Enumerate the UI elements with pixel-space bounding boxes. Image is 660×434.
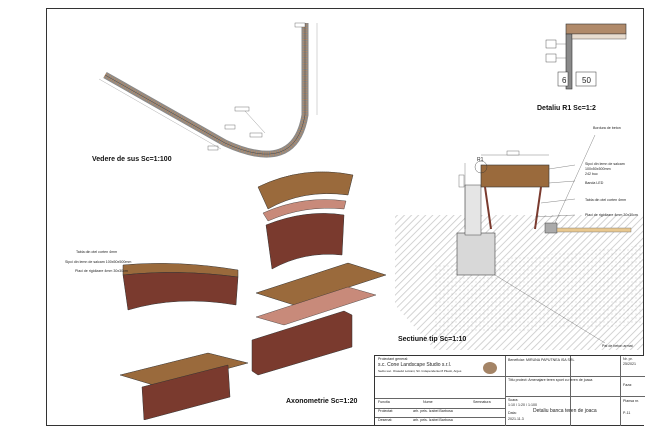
section-title: Sectiune tip Sc=1:10	[398, 336, 467, 343]
tb-phase-label: Faza:	[623, 383, 632, 387]
section-banda: Banda LED	[585, 181, 604, 185]
section-sipci-buc: 242 buc	[585, 172, 598, 176]
top-view-drawing	[98, 22, 318, 158]
tb-name-col: Nume	[423, 400, 433, 404]
axon-title: Axonometrie Sc=1:20	[286, 398, 358, 405]
section-drawing	[395, 134, 643, 350]
tb-proj-num: 25/2021	[623, 362, 636, 366]
tb-beneficiar: Beneficiar: MIRUNA PAPUTNEA ISA SRL	[508, 358, 575, 362]
section-bordura: Bordura de beton	[593, 126, 621, 130]
section-pat: Pat de beton armat	[602, 344, 633, 348]
tb-scale-label: Scara:	[508, 398, 519, 402]
section-sipci-dim: 100x50x500mm	[585, 167, 611, 171]
axon-drawing	[119, 171, 387, 420]
section-placi: Placi de rigidizare 4mm 30x30cm	[585, 213, 638, 217]
tb-logo	[483, 362, 497, 374]
tb-scale-val: 1:10 / 1:20 / 1:100	[508, 403, 537, 407]
axon-placi: Placi de rigidizare 4mm 30x30cm	[75, 269, 128, 273]
section-r1: R1	[477, 157, 484, 163]
axon-sipci: Sipci din lemn de salcam 100x50x500mm	[65, 260, 132, 264]
detail-title: Detaliu R1 Sc=1:2	[537, 105, 596, 112]
tb-sheet-label: Plansa nr.	[623, 399, 639, 403]
tb-sheet-num: P-11	[623, 411, 631, 415]
tb-role-col: Functia	[378, 400, 390, 404]
tb-address: Sediu soc. Oraselul Lotcani, Str. Indepe…	[378, 369, 462, 373]
section-tabla: Tabla din otel corten 4mm	[585, 198, 627, 202]
tb-sheet-title: Detaliu banca teren de joaca	[533, 408, 597, 414]
tb-row1-name: arh. peis. Izabel Barbosa	[413, 409, 453, 413]
detail-r1-drawing	[545, 23, 627, 90]
tb-proiectant-label: Proiectant general:	[378, 357, 409, 361]
title-block: Proiectant general: s.c. Cone Landscape …	[374, 355, 645, 426]
tb-row2-role: Desenat:	[378, 418, 393, 422]
tb-row2-name: arh. peis. Izabel Barbosa	[413, 418, 453, 422]
tb-project-desc: Titlu proiect: Amenajare teren sport cu …	[508, 378, 593, 382]
tb-sign-col: Semnatura	[473, 400, 491, 404]
tb-row1-role: Proiectat:	[378, 409, 394, 413]
axon-tabla: Tabla din otel corten 4mm	[76, 250, 118, 254]
section-sipci: Sipci din lemn de salcam	[585, 162, 625, 166]
tb-date-label: Data:	[508, 411, 517, 415]
tb-firm: s.c. Cone Landscape Studio s.r.l.	[378, 362, 452, 368]
tb-proj-label: Nr. pr.	[623, 357, 633, 361]
tb-date-val: 2021.11.3	[508, 417, 524, 421]
detail-dim-6: 6	[562, 76, 567, 85]
top-view-title: Vedere de sus Sc=1:100	[92, 156, 172, 163]
detail-dim-50: 50	[582, 76, 591, 85]
